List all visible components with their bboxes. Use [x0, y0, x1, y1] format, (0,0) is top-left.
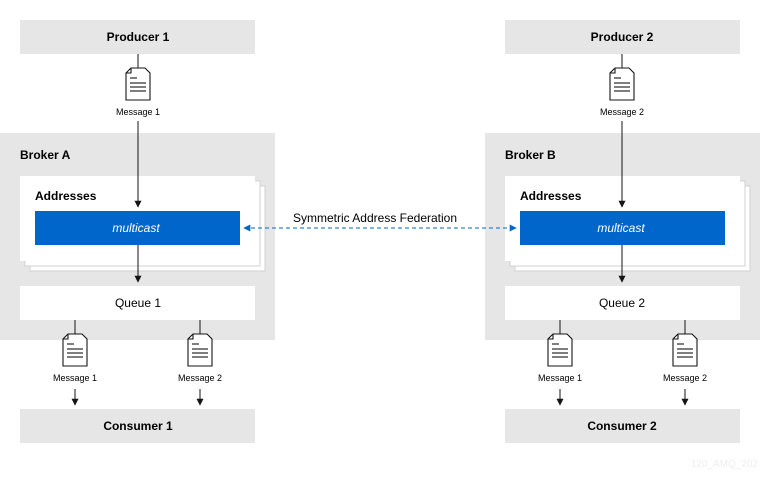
message-label: Message 1	[116, 107, 160, 117]
producer-2-label: Producer 2	[591, 30, 654, 44]
multicast-bar	[520, 211, 725, 245]
queue-1-box	[20, 286, 255, 320]
document-icon	[125, 67, 151, 101]
consumer-1-label: Consumer 1	[103, 419, 173, 433]
left-side: Producer 1 Message 1 Broker A Addresses …	[0, 20, 275, 443]
queue-1-label: Queue 1	[115, 296, 161, 310]
consumer-2-box	[505, 409, 740, 443]
watermark: 120_AMQ_202	[691, 459, 759, 470]
producer-1-box	[20, 20, 255, 54]
right-side: Producer 2 Message 2 Broker B Addresses …	[485, 20, 760, 443]
multicast-bar	[35, 211, 240, 245]
document-icon	[547, 333, 573, 367]
message-label: Message 2	[600, 107, 644, 117]
multicast-label: multicast	[597, 221, 645, 235]
document-icon	[187, 333, 213, 367]
addresses-label: Addresses	[520, 189, 582, 203]
message-label: Message 2	[178, 373, 222, 383]
multicast-label: multicast	[112, 221, 160, 235]
document-icon	[62, 333, 88, 367]
document-icon	[609, 67, 635, 101]
message-label: Message 1	[538, 373, 582, 383]
document-icon	[672, 333, 698, 367]
consumer-2-label: Consumer 2	[587, 419, 657, 433]
federation-label: Symmetric Address Federation	[293, 211, 457, 225]
queue-2-box	[505, 286, 740, 320]
queue-2-label: Queue 2	[599, 296, 645, 310]
broker-b-label: Broker B	[505, 148, 556, 162]
message-label: Message 2	[663, 373, 707, 383]
addresses-label: Addresses	[35, 189, 97, 203]
message-label: Message 1	[53, 373, 97, 383]
producer-2-box	[505, 20, 740, 54]
consumer-1-box	[20, 409, 255, 443]
broker-a-label: Broker A	[20, 148, 71, 162]
producer-1-label: Producer 1	[107, 30, 170, 44]
